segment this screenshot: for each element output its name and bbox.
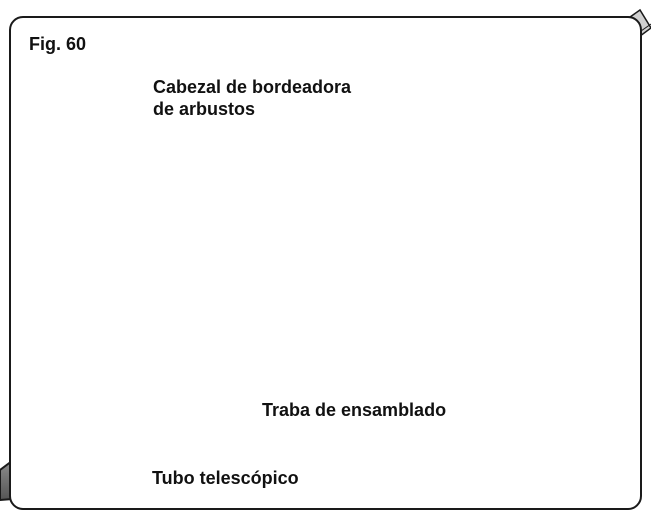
callout-telescopic-tube: Tubo telescópico — [152, 468, 299, 488]
figure-frame — [9, 16, 642, 510]
callout-trimmer-head-line1: Cabezal de bordeadora — [153, 77, 352, 97]
callout-trimmer-head-line2: de arbustos — [153, 99, 256, 119]
callout-trimmer-head: Cabezal de bordeadora de arbustos — [153, 76, 351, 120]
figure-label: Fig. 60 — [29, 34, 87, 54]
callout-assembly-lock: Traba de ensamblado — [262, 400, 447, 420]
